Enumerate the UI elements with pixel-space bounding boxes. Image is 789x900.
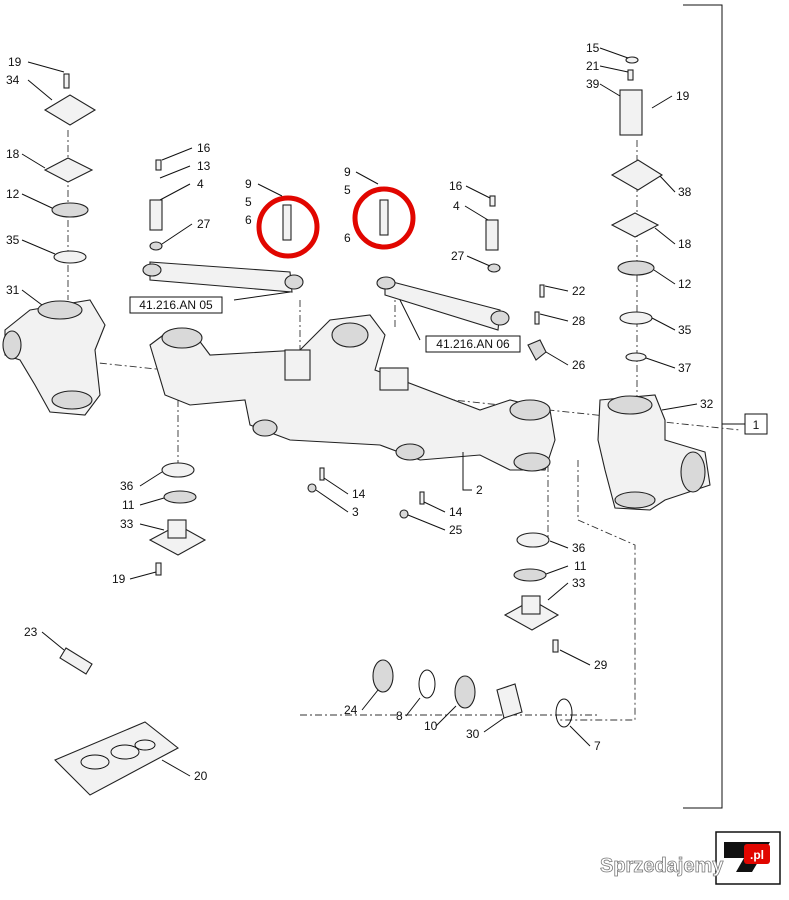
part-label: 16 xyxy=(197,141,211,155)
seal-and-ring-parts xyxy=(372,659,573,728)
reference-box-left: 41.216.AN 05 xyxy=(129,296,223,314)
part-label: 20 xyxy=(194,769,208,783)
lower-left-parts xyxy=(148,462,207,576)
part-label: 8 xyxy=(396,709,403,723)
part-label: 4 xyxy=(197,177,204,191)
watermark-suffix: .pl xyxy=(750,848,764,862)
part-label: 11 xyxy=(574,559,587,573)
assembly-number-box xyxy=(744,413,768,435)
part-label: 6 xyxy=(245,213,252,227)
watermark-badge xyxy=(744,844,770,864)
steering-cylinder-left xyxy=(142,261,304,293)
watermark-text: Sprzedajemy xyxy=(600,855,724,877)
lower-right-parts xyxy=(503,532,560,653)
part-label: 19 xyxy=(676,89,690,103)
part-label: 7 xyxy=(594,739,601,753)
axle-housing xyxy=(149,314,556,472)
part-label: 27 xyxy=(451,249,465,263)
part-label: 14 xyxy=(352,487,366,501)
part-label: 5 xyxy=(344,183,351,197)
part-label: 9 xyxy=(245,177,252,191)
reference-label: 41.216.AN 06 xyxy=(436,337,510,351)
small-parts xyxy=(307,284,547,519)
part-label: 36 xyxy=(120,479,134,493)
part-label: 19 xyxy=(8,55,22,69)
part-label: 18 xyxy=(678,237,692,251)
left-pin-parts xyxy=(149,159,163,251)
part-label: 39 xyxy=(586,77,600,91)
part-label: 33 xyxy=(572,576,586,590)
assembly-number: 1 xyxy=(753,418,760,432)
part-label: 12 xyxy=(678,277,692,291)
part-label: 27 xyxy=(197,217,211,231)
seal-kit-part-20 xyxy=(54,721,180,796)
steering-cylinder-right xyxy=(376,276,510,331)
part-label: 38 xyxy=(678,185,692,199)
grease-fitting-right xyxy=(352,186,416,250)
part-label: 32 xyxy=(700,397,714,411)
part-label: 3 xyxy=(352,505,359,519)
part-label: 13 xyxy=(197,159,211,173)
part-label: 28 xyxy=(572,314,586,328)
part-label: 6 xyxy=(344,231,351,245)
part-label: 21 xyxy=(586,59,600,73)
part-label: 24 xyxy=(344,703,358,717)
part-label: 22 xyxy=(572,284,586,298)
part-label: 18 xyxy=(6,147,20,161)
part-label: 35 xyxy=(678,323,692,337)
part-label: 26 xyxy=(572,358,586,372)
part-label: 12 xyxy=(6,187,20,201)
leader-lines xyxy=(21,47,698,777)
part-label: 35 xyxy=(6,233,20,247)
reference-box-right: 41.216.AN 06 xyxy=(425,335,521,353)
reference-label: 41.216.AN 05 xyxy=(139,298,213,312)
right-upper-parts xyxy=(610,56,664,362)
part-label: 33 xyxy=(120,517,134,531)
part-label: 25 xyxy=(449,523,463,537)
part-label: 31 xyxy=(6,283,20,297)
assembly-bracket: 1 xyxy=(683,4,768,809)
part-label: 30 xyxy=(466,727,480,741)
part-label: 34 xyxy=(6,73,20,87)
part-label: 15 xyxy=(586,41,600,55)
part-label: 14 xyxy=(449,505,463,519)
part-label: 19 xyxy=(112,572,126,586)
part-number-labels: 19 34 18 12 35 31 16 13 4 27 9 5 6 9 5 6… xyxy=(6,41,714,783)
part-label: 23 xyxy=(24,625,38,639)
left-steering-knuckle xyxy=(2,299,106,416)
part-label: 11 xyxy=(122,498,135,512)
part-label: 29 xyxy=(594,658,608,672)
part-label: 16 xyxy=(449,179,463,193)
part-label: 2 xyxy=(476,483,483,497)
part-label: 4 xyxy=(453,199,460,213)
right-pin-parts xyxy=(485,195,501,273)
part-label: 36 xyxy=(572,541,586,555)
part-label: 37 xyxy=(678,361,692,375)
grease-fitting-left xyxy=(256,195,320,259)
pin-part-23 xyxy=(59,647,93,675)
right-steering-knuckle xyxy=(597,394,711,511)
part-label: 10 xyxy=(424,719,438,733)
part-label: 5 xyxy=(245,195,252,209)
part-label: 9 xyxy=(344,165,351,179)
watermark: Sprzedajemy .pl xyxy=(600,844,770,877)
left-upper-parts xyxy=(43,73,97,264)
